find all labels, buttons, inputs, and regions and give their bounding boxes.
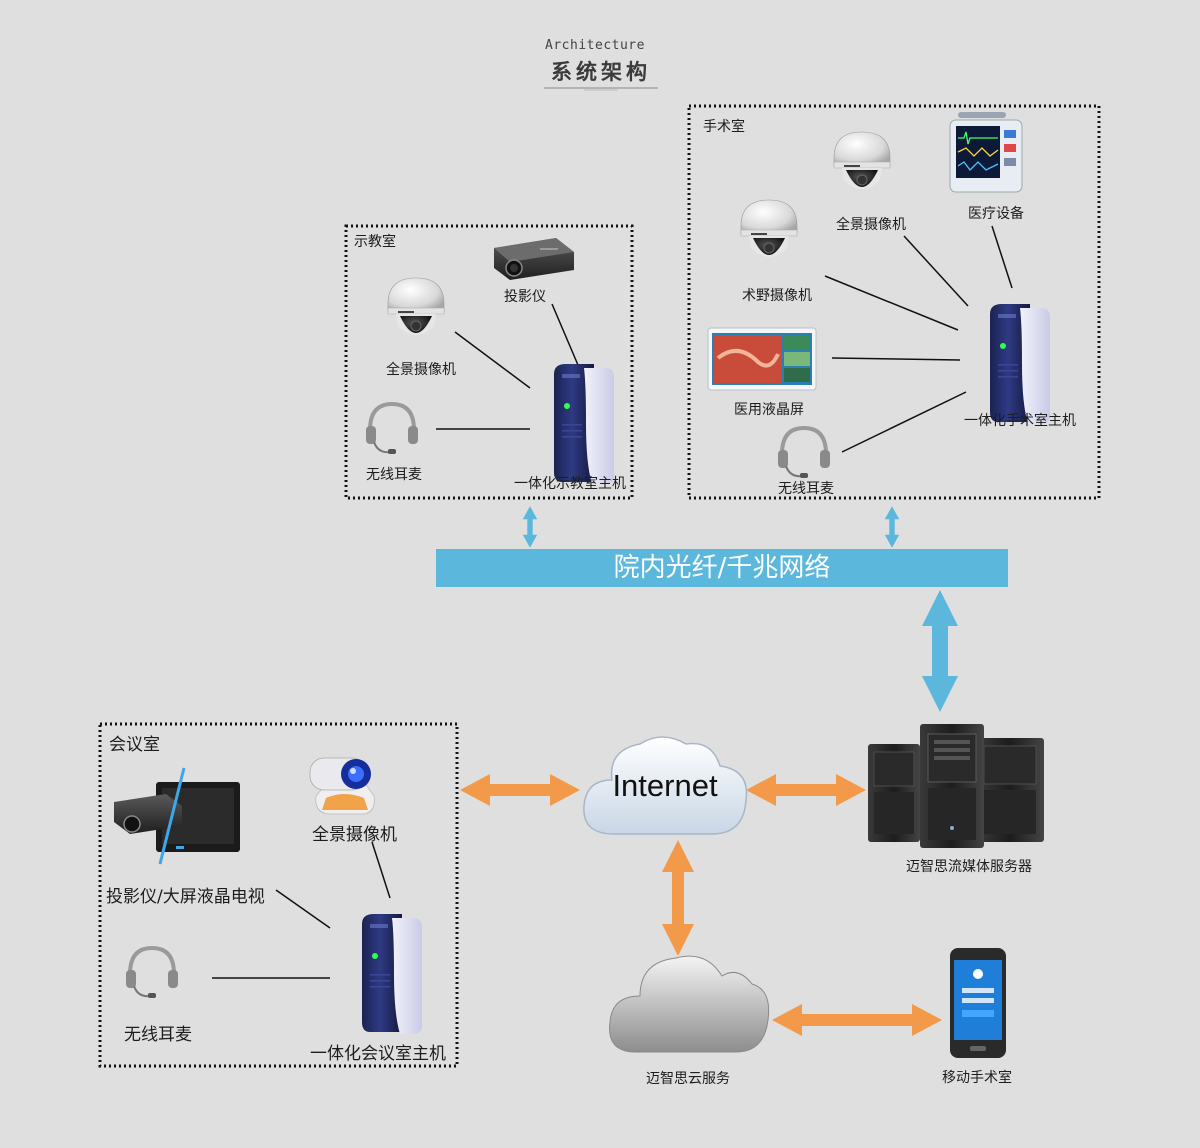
arrow-backbone-server	[922, 590, 958, 712]
host-icon	[554, 364, 614, 484]
arrow-internet-cloud	[662, 840, 694, 956]
teaching-room-box	[344, 224, 634, 500]
headset-icon	[124, 946, 180, 1000]
meeting-room-title: 会议室	[109, 735, 160, 755]
cloud-service-icon	[609, 955, 770, 1053]
surgery-lcd-label: 医用液晶屏	[734, 402, 804, 418]
projector-tv-icon	[114, 767, 240, 865]
host-icon	[362, 914, 422, 1034]
surgery-room-box	[687, 104, 1101, 500]
mobile-phone-icon	[950, 948, 1006, 1058]
surgery-connectors	[824, 225, 1013, 453]
meeting-pano-camera-label: 全景摄像机	[312, 825, 397, 845]
surgery-pano-camera-label: 全景摄像机	[836, 217, 906, 233]
meeting-host-label: 一体化会议室主机	[310, 1044, 446, 1064]
monitor-icon	[949, 112, 1023, 193]
meeting-headset-label: 无线耳麦	[124, 1025, 192, 1045]
surgery-headset-label: 无线耳麦	[778, 481, 834, 497]
mobile-surgery-label: 移动手术室	[942, 1070, 1012, 1086]
arrow-surgery-backbone	[884, 506, 900, 548]
surgery-host-label: 一体化手术室主机	[964, 413, 1076, 429]
lcd-screen-icon	[707, 327, 817, 391]
camera-dome-icon	[833, 131, 891, 190]
server-rack-icon	[868, 724, 1044, 848]
teaching-projector-label: 投影仪	[504, 289, 546, 305]
host-icon	[990, 304, 1050, 424]
arrow-meeting-internet	[460, 774, 580, 806]
meeting-projector-tv-label: 投影仪/大屏液晶电视	[106, 887, 265, 907]
meeting-connectors	[212, 841, 391, 979]
teaching-room-title: 示教室	[354, 234, 396, 250]
backbone-label: 院内光纤/千兆网络	[613, 553, 831, 583]
backbone-bar	[436, 549, 1008, 587]
arrow-teaching-backbone	[522, 506, 538, 548]
pano-camera-icon	[309, 757, 375, 815]
internet-label: Internet	[612, 768, 718, 803]
internet-cloud-icon	[583, 736, 748, 835]
surgery-medical-equipment-label: 医疗设备	[968, 206, 1024, 222]
headset-icon	[776, 426, 832, 480]
orange-arrows	[460, 774, 942, 1036]
meeting-room-box	[98, 722, 459, 1068]
surgery-room-title: 手术室	[703, 119, 745, 135]
arrow-internet-server	[746, 774, 866, 806]
teaching-connectors	[436, 303, 579, 430]
teaching-headset-label: 无线耳麦	[366, 467, 422, 483]
media-server-label: 迈智思流媒体服务器	[906, 859, 1032, 875]
header-subtitle: Architecture	[545, 38, 645, 53]
headset-icon	[364, 402, 420, 456]
page-title: 系统架构	[551, 60, 651, 84]
arrow-cloud-mobile	[772, 1004, 942, 1036]
camera-dome-icon	[740, 199, 798, 258]
cloud-service-label: 迈智思云服务	[646, 1071, 730, 1087]
projector-icon	[494, 238, 574, 280]
surgery-field-camera-label: 术野摄像机	[742, 288, 812, 304]
teaching-pano-camera-label: 全景摄像机	[386, 362, 456, 378]
teaching-host-label: 一体化示教室主机	[514, 476, 626, 492]
camera-dome-icon	[387, 277, 445, 336]
